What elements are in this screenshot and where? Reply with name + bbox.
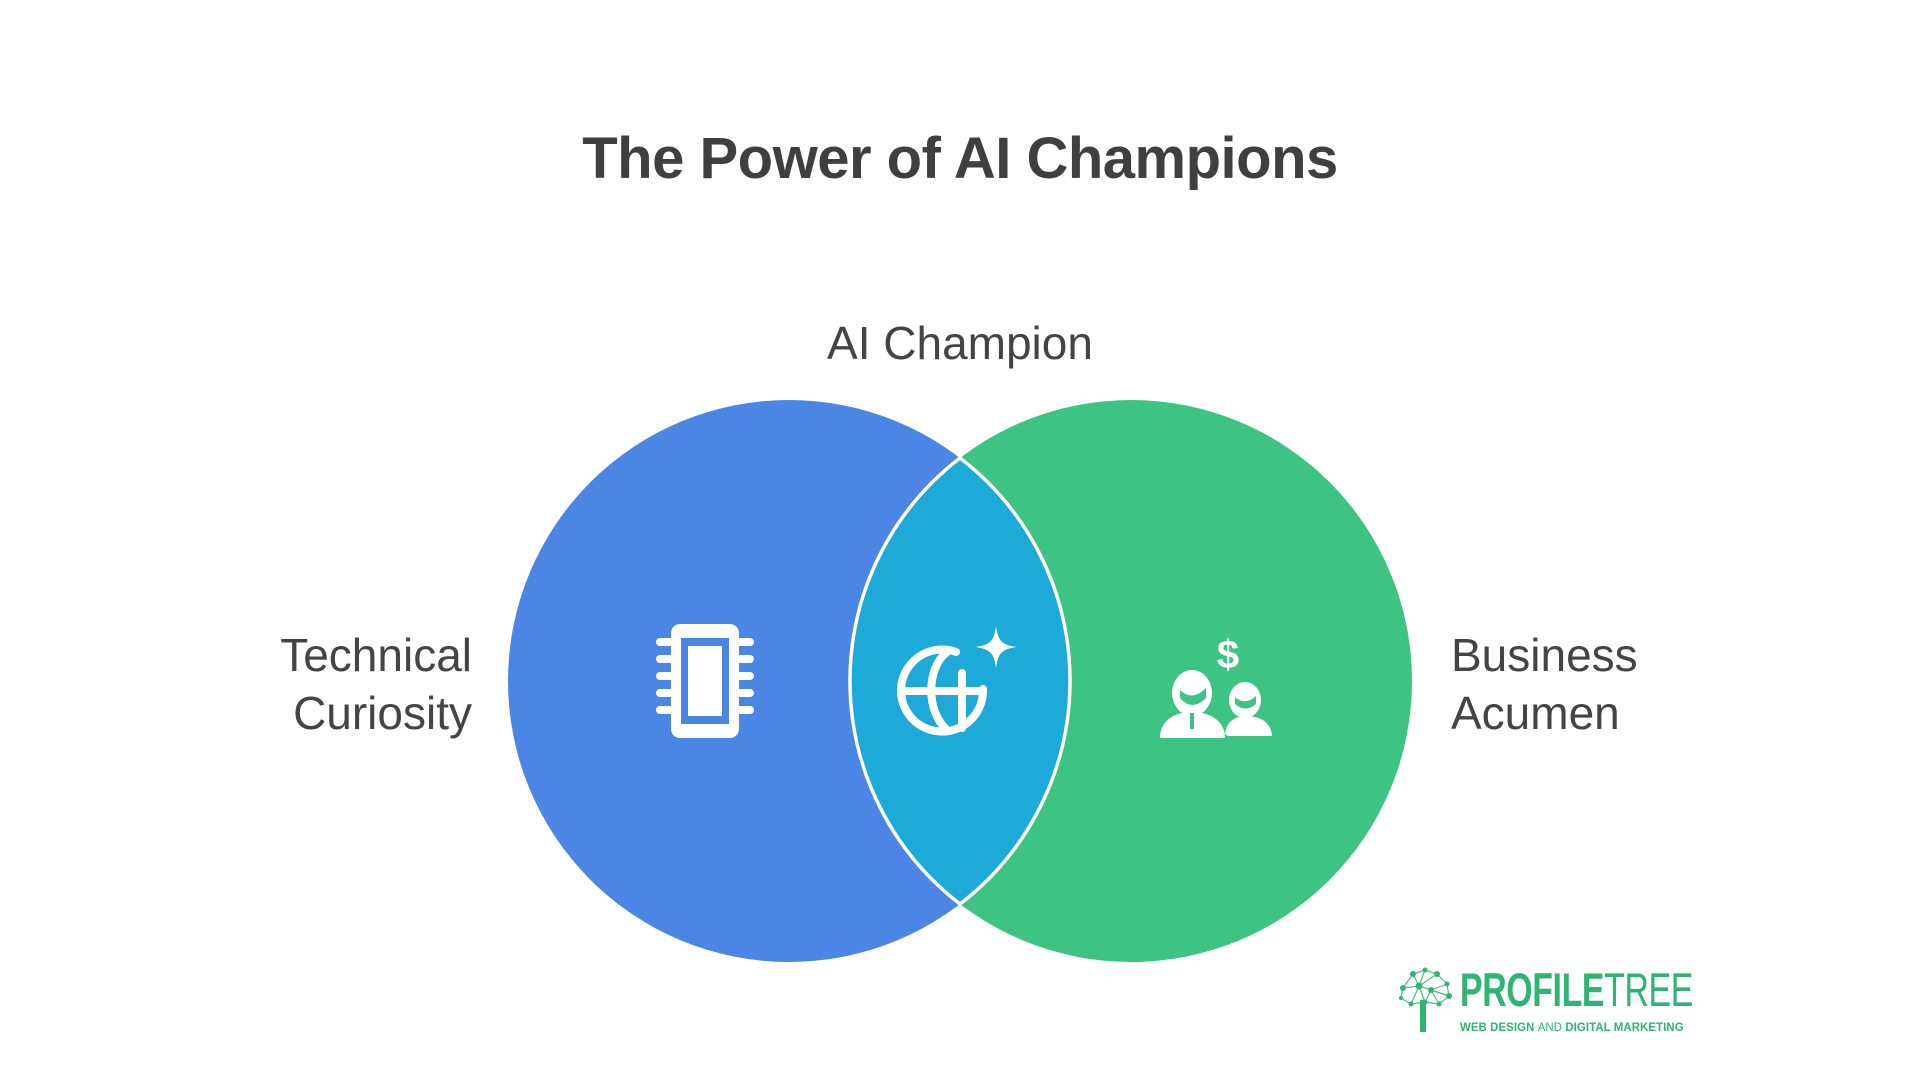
logo-tagline-part2: AND	[1537, 1020, 1563, 1034]
left-set-label-line1: Technical	[280, 629, 472, 681]
profiletree-logo: PROFILETREE WEB DESIGN AND DIGITAL MARKE…	[1393, 960, 1703, 1040]
intersection-label: AI Champion	[827, 317, 1093, 369]
intersection-region	[848, 400, 1072, 962]
right-set-label-line2: Acumen	[1451, 687, 1620, 739]
tree-network-icon	[1399, 967, 1452, 1032]
logo-tagline-part3: DIGITAL MARKETING	[1562, 1020, 1684, 1034]
logo-tagline-part1: WEB DESIGN	[1460, 1020, 1538, 1034]
people-money-icon: $	[1160, 633, 1272, 738]
right-set-label-line1: Business	[1451, 629, 1638, 681]
microchip-icon	[656, 624, 754, 738]
logo-brand-bold: PROFILE	[1460, 963, 1605, 1016]
logo-tagline: WEB DESIGN AND DIGITAL MARKETING	[1460, 1021, 1684, 1034]
logo-brand-text: PROFILETREE	[1460, 966, 1693, 1014]
right-set-label: Business Acumen	[1451, 626, 1638, 742]
left-set-label: Technical Curiosity	[280, 626, 472, 742]
diagram-title: The Power of AI Champions	[582, 126, 1338, 191]
left-set-label-line2: Curiosity	[293, 687, 472, 739]
svg-text:$: $	[1217, 633, 1239, 677]
logo-brand-light: TREE	[1604, 963, 1693, 1016]
globe-sparkle-icon	[897, 626, 1017, 736]
